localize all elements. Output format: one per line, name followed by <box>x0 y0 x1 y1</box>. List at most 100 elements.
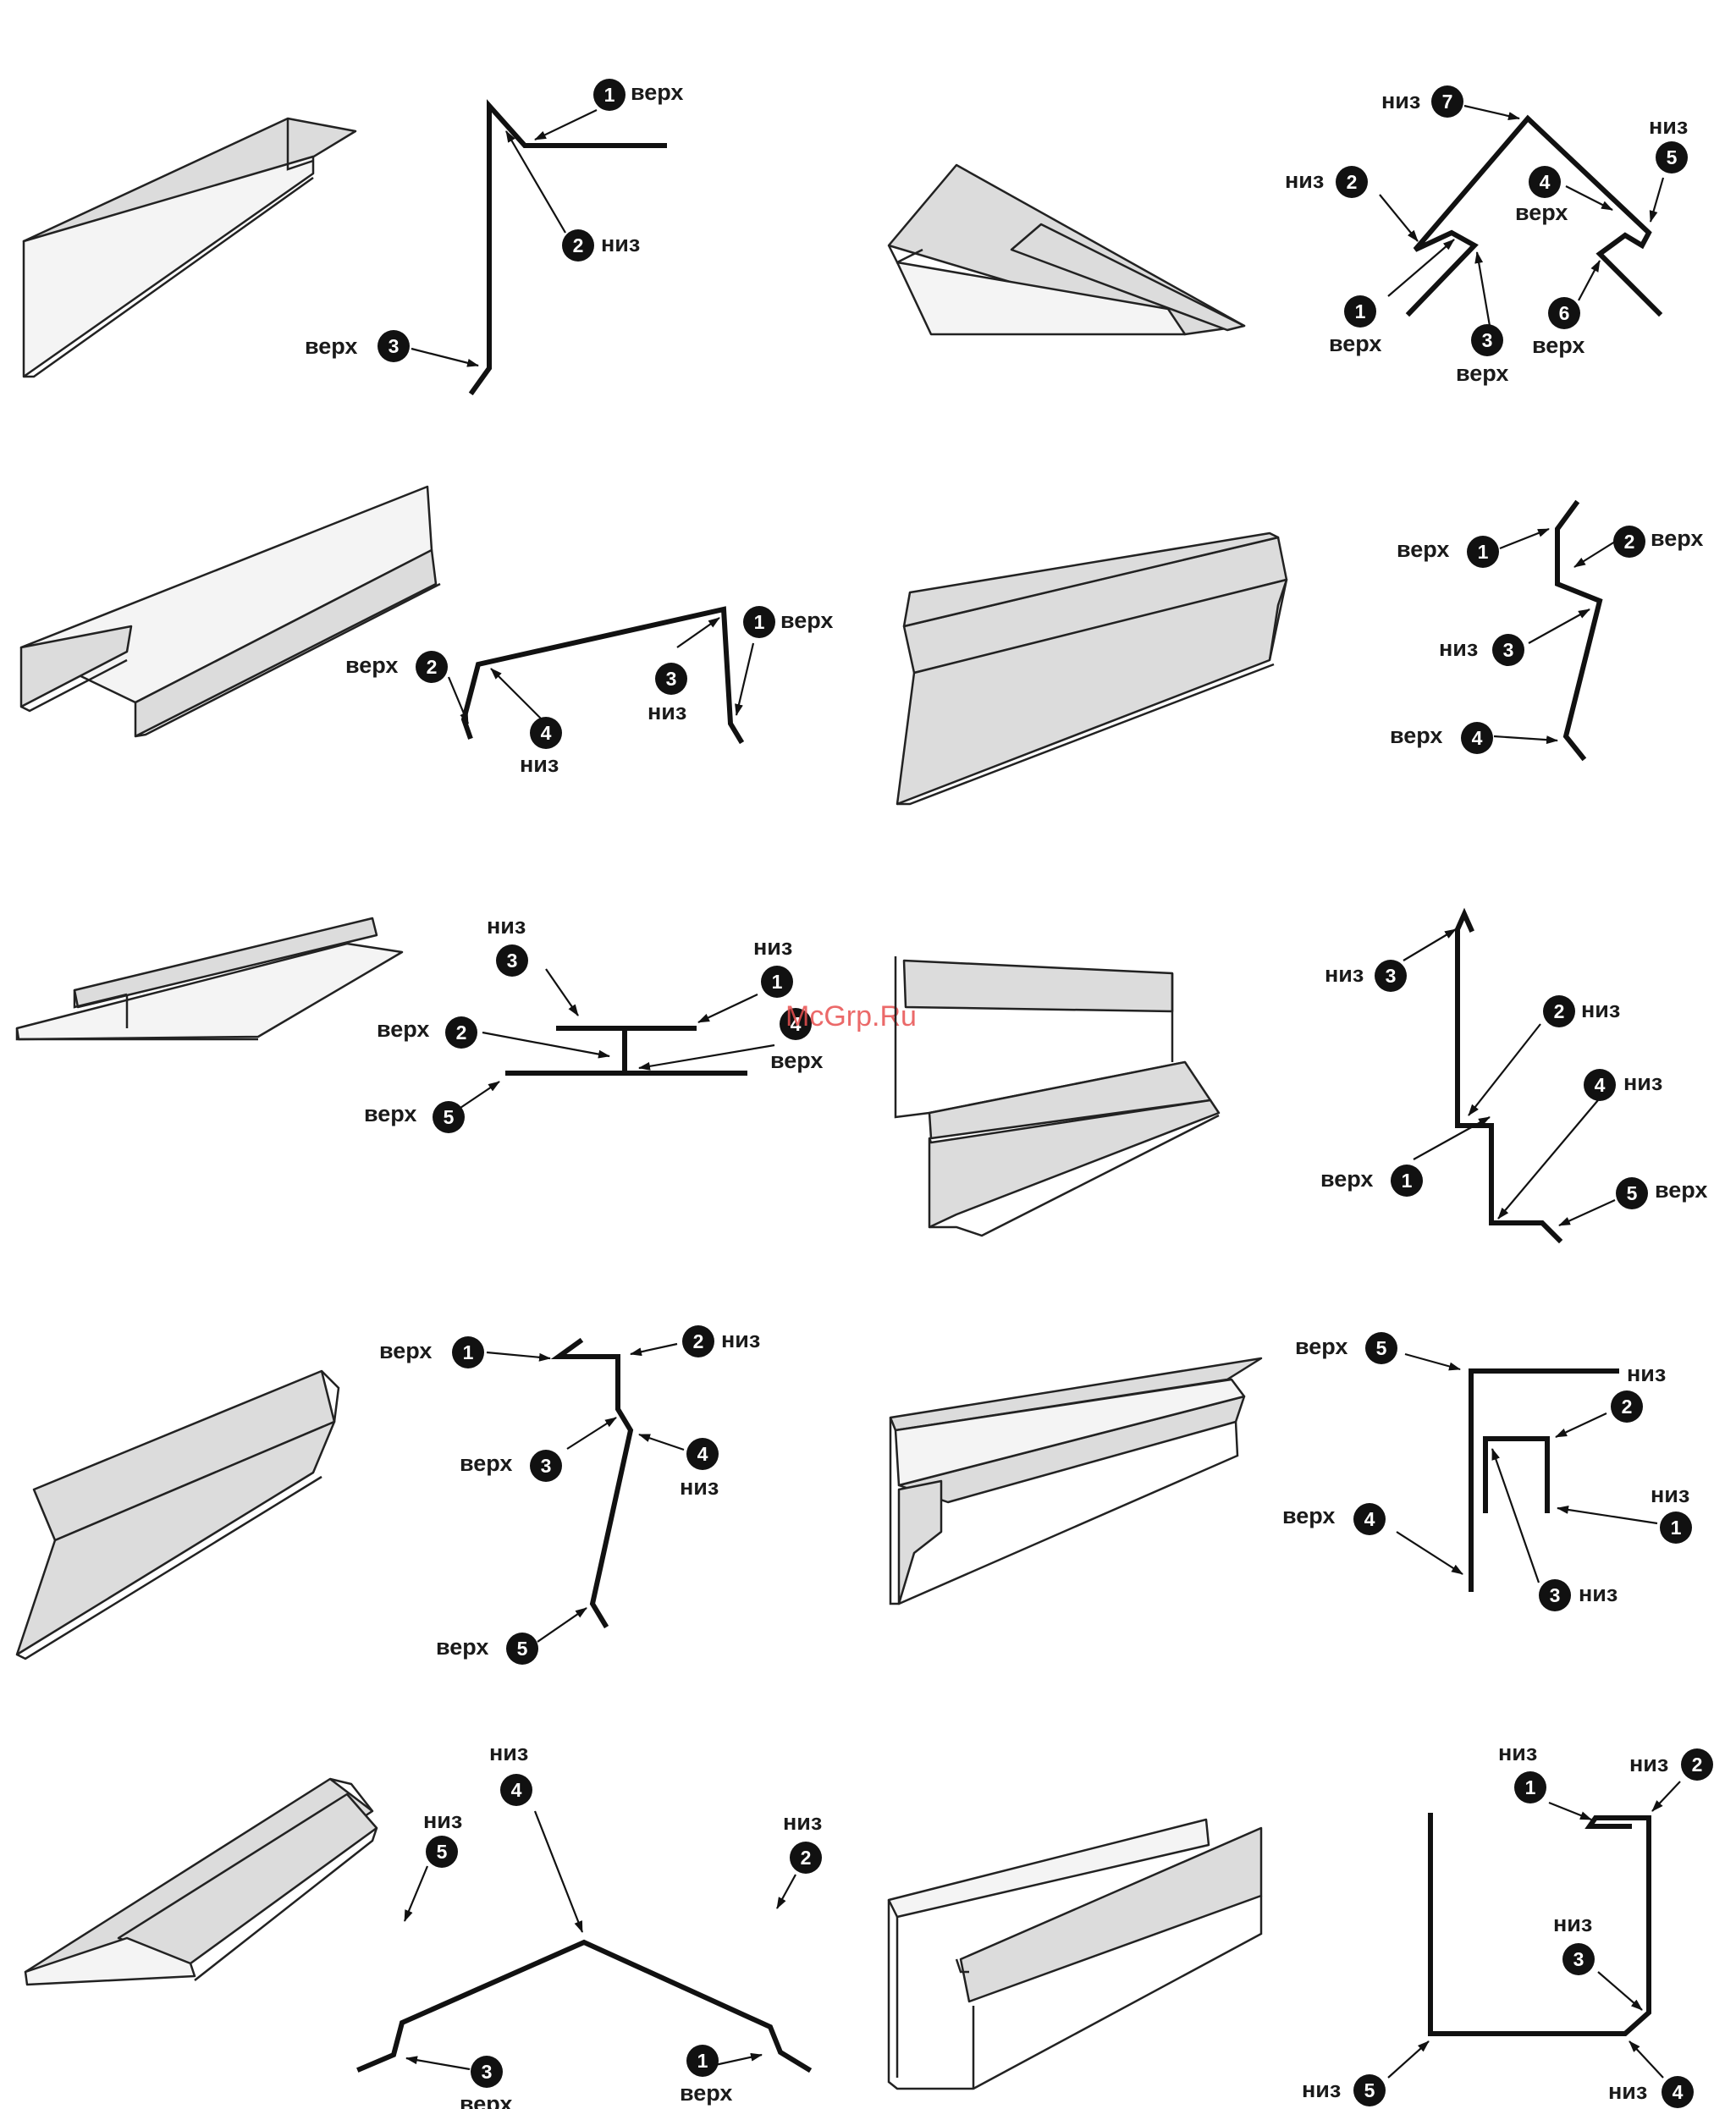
svg-text:5: 5 <box>1627 1182 1638 1204</box>
svg-text:низ: низ <box>1649 113 1688 139</box>
svg-text:1: 1 <box>697 2050 708 2072</box>
svg-text:верх: верх <box>1295 1334 1347 1359</box>
profile-3-callouts: верх 2 4 низ 3 низ 1 верх <box>345 606 833 777</box>
svg-text:верх: верх <box>345 653 398 678</box>
profile-1-callouts: 1 верх 2 низ верх 3 <box>305 79 683 367</box>
svg-text:низ: низ <box>520 752 559 777</box>
svg-text:1: 1 <box>772 971 783 993</box>
callout-badge: 2 <box>562 229 594 262</box>
svg-text:2: 2 <box>1624 531 1635 553</box>
callout-badge: 5 <box>1365 1332 1397 1364</box>
svg-text:низ: низ <box>1581 997 1620 1022</box>
svg-text:7: 7 <box>1442 91 1453 113</box>
callout-badge: 4 <box>1662 2076 1694 2108</box>
svg-text:верх: верх <box>1282 1503 1335 1528</box>
profile-5: низ 3 низ 1 верх 2 4 верх верх 5 McGrp.R… <box>15 913 917 1133</box>
svg-text:низ: низ <box>489 1740 528 1765</box>
svg-text:верх: верх <box>460 1451 512 1476</box>
callout-badge: 3 <box>530 1450 562 1482</box>
svg-text:3: 3 <box>666 668 677 690</box>
svg-text:4: 4 <box>511 1779 522 1801</box>
svg-text:1: 1 <box>463 1341 474 1363</box>
svg-text:верх: верх <box>1397 537 1449 562</box>
callout-badge: 5 <box>433 1101 465 1133</box>
callout-badge: 1 <box>1467 536 1499 568</box>
svg-text:низ: низ <box>1325 961 1364 987</box>
callout-badge: 3 <box>1539 1579 1571 1611</box>
svg-text:верх: верх <box>460 2091 512 2109</box>
svg-text:верх: верх <box>436 1634 488 1660</box>
svg-text:низ: низ <box>648 699 686 724</box>
svg-text:6: 6 <box>1559 302 1570 324</box>
svg-text:1: 1 <box>754 611 765 633</box>
svg-text:низ: низ <box>1579 1581 1618 1606</box>
svg-text:4: 4 <box>1595 1074 1606 1096</box>
svg-text:низ: низ <box>1553 1911 1592 1936</box>
callout-badge: 5 <box>506 1633 538 1665</box>
svg-text:низ: низ <box>1627 1361 1666 1386</box>
svg-text:3: 3 <box>1386 965 1397 987</box>
svg-text:верх: верх <box>1456 361 1508 386</box>
svg-text:5: 5 <box>1364 2079 1375 2101</box>
profile-10: низ 1 низ 2 низ 3 низ 5 низ 4 <box>887 1740 1713 2108</box>
callout-badge: 7 <box>1431 85 1463 118</box>
svg-text:1: 1 <box>1478 541 1489 563</box>
profile-3-isometric <box>19 485 441 738</box>
svg-text:2: 2 <box>1692 1754 1703 1776</box>
profile-1-cross-section <box>468 99 667 396</box>
svg-text:4: 4 <box>1472 727 1483 749</box>
callout-badge: 2 <box>790 1842 822 1874</box>
svg-text:верх: верх <box>1390 723 1442 748</box>
svg-text:2: 2 <box>573 234 584 256</box>
profile-8-cross-section <box>1469 1368 1619 1592</box>
profile-8: верх 5 низ 2 низ 1 верх 4 3 низ <box>889 1332 1692 1611</box>
callout-badge: 2 <box>1611 1390 1643 1423</box>
profile-2: низ 7 низ 5 низ 2 4 верх 1 верх 3 верх 6… <box>887 85 1688 386</box>
callout-badge: 2 <box>445 1016 477 1049</box>
profile-5-isometric <box>15 917 404 1041</box>
svg-text:низ: низ <box>1381 88 1420 113</box>
svg-text:верх: верх <box>364 1101 416 1126</box>
svg-text:2: 2 <box>1554 1000 1565 1022</box>
profile-5-callouts: низ 3 низ 1 верх 2 4 верх верх 5 McGrp.R… <box>364 913 917 1133</box>
profile-1: 1 верх 2 низ верх 3 <box>22 79 683 396</box>
svg-text:4: 4 <box>791 1013 802 1035</box>
profile-8-callouts: верх 5 низ 2 низ 1 верх 4 3 низ <box>1282 1332 1692 1611</box>
svg-text:4: 4 <box>1540 171 1551 193</box>
profile-10-cross-section <box>1428 1813 1651 2036</box>
svg-text:низ: низ <box>1439 636 1478 661</box>
callout-badge: 5 <box>426 1836 458 1868</box>
callout-badge: 1 <box>686 2045 719 2077</box>
svg-text:верх: верх <box>305 333 357 359</box>
svg-text:2: 2 <box>801 1847 812 1869</box>
profile-6-isometric <box>894 956 1221 1237</box>
callout-badge: 2 <box>1613 526 1645 558</box>
svg-text:1: 1 <box>1355 300 1366 322</box>
profile-9-cross-section <box>356 1939 813 2073</box>
svg-text:верх: верх <box>377 1016 429 1042</box>
svg-text:верх: верх <box>770 1048 823 1073</box>
callout-badge: 4 <box>1353 1503 1386 1535</box>
svg-text:1: 1 <box>1671 1517 1682 1539</box>
svg-text:1: 1 <box>604 84 615 106</box>
svg-text:низ: низ <box>783 1809 822 1835</box>
svg-text:верх: верх <box>1651 526 1703 551</box>
profile-7-isometric <box>15 1369 340 1660</box>
profile-10-isometric <box>887 1818 1263 2090</box>
svg-text:низ: низ <box>721 1327 760 1352</box>
svg-text:верх: верх <box>1655 1177 1707 1203</box>
profile-6: низ 3 2 низ 4 низ верх 1 5 верх <box>894 907 1707 1244</box>
svg-text:5: 5 <box>1376 1337 1387 1359</box>
callout-badge: 1 <box>761 966 793 998</box>
svg-text:3: 3 <box>482 2061 493 2083</box>
svg-text:низ: низ <box>1629 1751 1668 1776</box>
profile-6-callouts: низ 3 2 низ 4 низ верх 1 5 верх <box>1320 928 1707 1227</box>
svg-text:низ: низ <box>1623 1070 1662 1095</box>
svg-text:4: 4 <box>541 722 552 744</box>
profile-4-isometric <box>896 531 1288 806</box>
profile-6-cross-section <box>1455 907 1563 1244</box>
callout-badge: 1 <box>1660 1512 1692 1544</box>
svg-text:3: 3 <box>507 950 518 972</box>
profile-9-isometric <box>24 1777 378 1986</box>
